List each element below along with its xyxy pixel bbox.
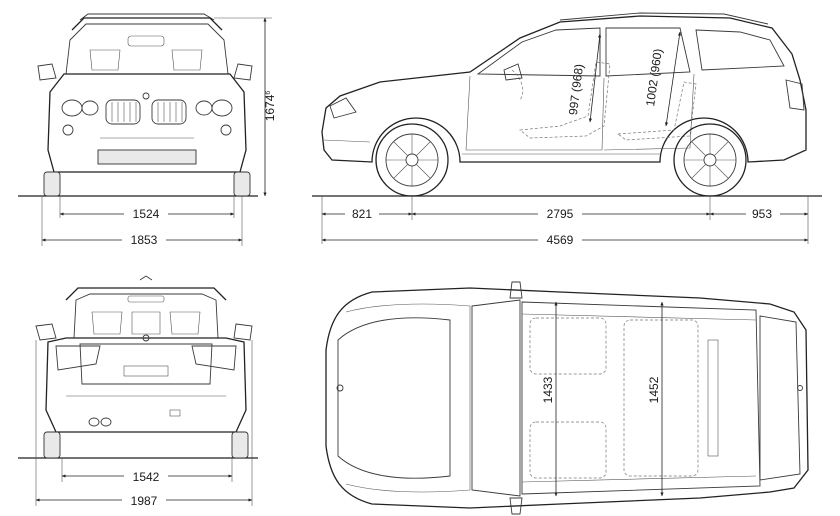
front-left-headlight: [61, 99, 83, 117]
side-view: 997 (968) 1002 (960) 821 2795 953 4569: [312, 12, 822, 247]
headroom-rear-label: 1002 (960): [643, 48, 665, 107]
length-label: 4569: [547, 233, 574, 247]
side-front-window: [476, 27, 601, 77]
front-view: 16746 1524 1853: [18, 13, 277, 247]
rear-roofline: [65, 287, 227, 301]
front-grille-left: [105, 99, 141, 125]
front-lower-intake: [97, 149, 197, 165]
rear-track-label: 1542: [133, 470, 160, 484]
front-body: [47, 73, 247, 173]
rear-exhaust-left: [88, 417, 100, 427]
rear-right-tire: [231, 431, 249, 459]
front-left-tire: [43, 171, 61, 197]
rear-exhaust-right: [100, 417, 112, 427]
front-track-label: 1524: [133, 207, 160, 221]
top-front-right-seat: [529, 421, 607, 479]
rear-left-tire: [43, 431, 61, 459]
side-body: [321, 15, 807, 163]
headroom-front-line: [588, 33, 602, 123]
rear-view: 1542 1987: [18, 275, 258, 508]
top-view: 1433 1452: [325, 281, 809, 515]
top-body: [325, 287, 809, 509]
rear-window: [73, 293, 219, 339]
front-roofline: [71, 17, 223, 31]
rear-body: [45, 337, 247, 433]
wheelbase-label: 2795: [547, 207, 574, 221]
top-bonnet: [337, 317, 451, 479]
top-roof: [521, 301, 761, 495]
front-logo: [142, 92, 150, 100]
rear-width-label: 1987: [131, 494, 158, 508]
rear-right-taillight: [191, 345, 237, 371]
rear-left-taillight: [55, 345, 101, 371]
rear-logo: [142, 334, 150, 342]
front-left-mirror: [37, 63, 57, 81]
rear-right-mirror: [233, 323, 253, 341]
height-dimension-label: 16746: [263, 91, 277, 122]
front-overhang-label: 821: [352, 207, 372, 221]
side-quarter-window: [695, 29, 785, 71]
side-rear-seat: [617, 81, 697, 141]
front-windshield: [65, 23, 229, 75]
headroom-front-label: 997 (968): [566, 63, 586, 116]
top-front-left-seat: [529, 317, 607, 375]
front-width-label: 1853: [131, 233, 158, 247]
side-mirror: [503, 63, 523, 81]
headroom-rear-line: [664, 31, 682, 127]
shoulder-rear-label: 1452: [647, 376, 661, 403]
top-front-logo: [336, 384, 344, 392]
rear-left-mirror: [35, 323, 57, 341]
top-right-mirror: [509, 497, 523, 515]
front-grille-right: [151, 99, 187, 125]
shoulder-front-label: 1433: [541, 376, 555, 403]
top-windshield: [471, 299, 521, 497]
top-rear-bench: [623, 319, 699, 477]
front-right-tire: [233, 171, 251, 197]
rear-overhang-label: 953: [752, 207, 772, 221]
front-right-headlight: [211, 99, 233, 117]
top-rear-hatch: [759, 315, 801, 481]
front-right-mirror: [233, 63, 253, 81]
side-rear-window: [605, 27, 691, 77]
side-front-seat: [519, 61, 611, 139]
top-left-mirror: [509, 281, 523, 299]
rear-tailgate: [79, 343, 213, 385]
